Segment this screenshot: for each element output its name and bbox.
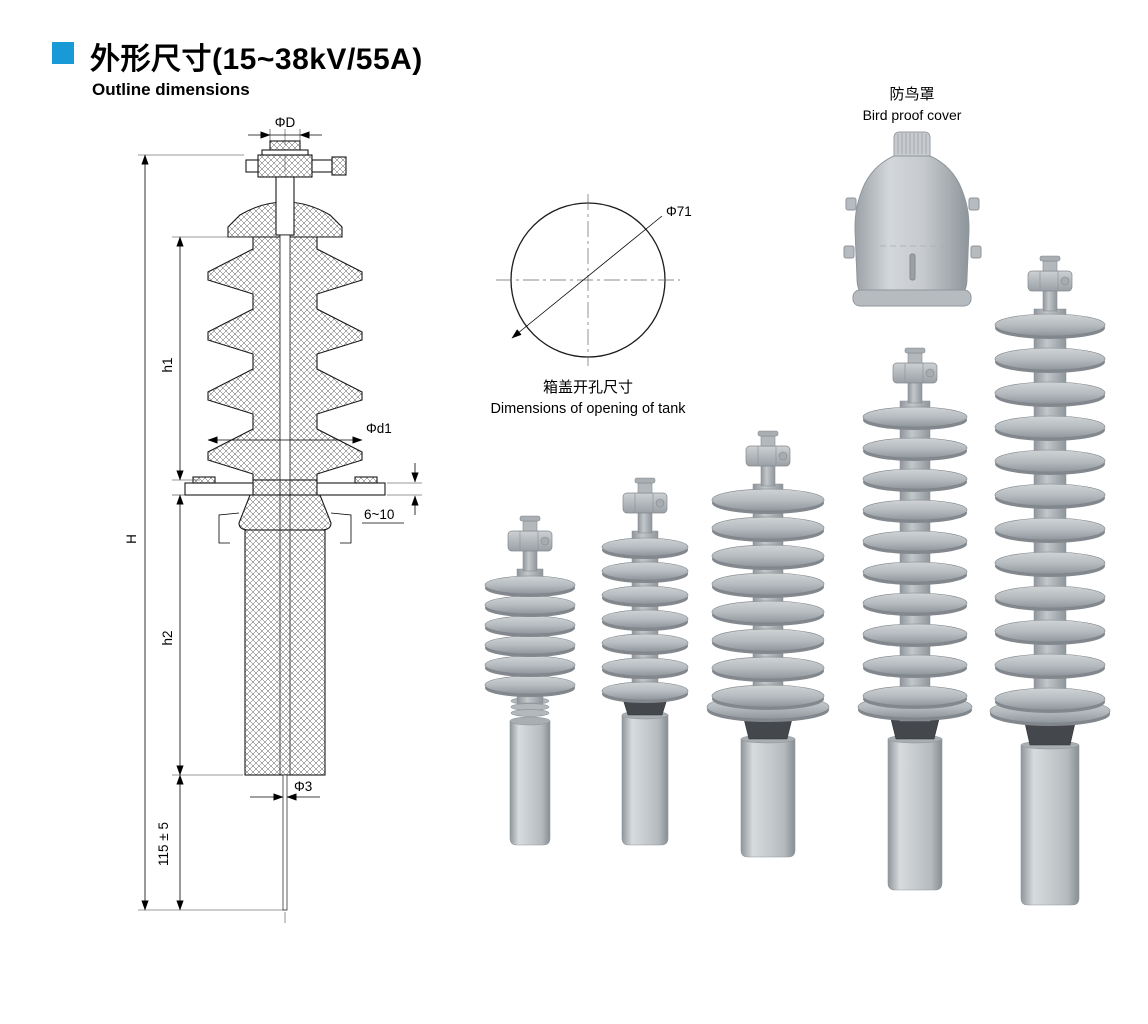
lower-insulator-body bbox=[244, 529, 326, 776]
dim-label-h2: h2 bbox=[160, 630, 175, 645]
page-subtitle: Outline dimensions bbox=[92, 80, 250, 99]
bird-cover-side-tabs bbox=[843, 197, 982, 259]
bird-cover-top-knob bbox=[893, 131, 931, 157]
top-terminal-hardware bbox=[245, 140, 347, 178]
insulator-photo-4 bbox=[857, 347, 973, 891]
bird-cover-caption-zh: 防鸟罩 bbox=[889, 86, 935, 103]
outline-dimension-drawing: ΦD h1 Φd1 H h2 6~10 Φ3 115 ± 5 bbox=[124, 115, 422, 923]
tank-caption-en: Dimensions of opening of tank bbox=[490, 401, 686, 417]
header: 外形尺寸(15~38kV/55A) Outline dimensions bbox=[52, 34, 423, 100]
bird-cover-photo bbox=[843, 131, 982, 307]
bird-cover-caption: 防鸟罩 Bird proof cover bbox=[822, 84, 1002, 126]
dim-label-tail-length: 115 ± 5 bbox=[156, 822, 171, 866]
spring-clip-right bbox=[330, 512, 352, 544]
tank-diameter-label: Φ71 bbox=[666, 204, 692, 219]
dim-label-H: H bbox=[124, 534, 139, 544]
bird-cover-slot bbox=[909, 253, 916, 281]
tail-rod bbox=[282, 774, 288, 911]
lower-bell bbox=[238, 494, 332, 531]
bird-cover-bottom-rim bbox=[852, 289, 972, 307]
insulator-photo-1 bbox=[484, 515, 576, 846]
insulator-photo-5 bbox=[989, 255, 1111, 906]
tank-diameter-leader bbox=[511, 215, 663, 339]
tank-caption-zh: 箱盖开孔尺寸 bbox=[543, 379, 633, 396]
spring-clip-left bbox=[218, 512, 240, 544]
dim-label-h1: h1 bbox=[160, 357, 175, 372]
section-bullet-icon bbox=[52, 42, 74, 64]
bird-cover-knob-ribs bbox=[897, 133, 927, 154]
conductor-stem bbox=[275, 176, 295, 236]
dimension-lines bbox=[141, 131, 419, 911]
dim-label-flange-thickness: 6~10 bbox=[364, 507, 394, 522]
mounting-flange bbox=[184, 476, 386, 496]
page-title: 外形尺寸(15~38kV/55A) bbox=[90, 43, 423, 76]
insulator-photos bbox=[484, 255, 1111, 906]
header-text: 外形尺寸(15~38kV/55A) Outline dimensions bbox=[90, 34, 423, 100]
insulator-photo-2 bbox=[601, 477, 689, 846]
dim-label-phiD1: Φd1 bbox=[366, 421, 392, 436]
insulator-photo-3 bbox=[706, 430, 830, 858]
dim-label-phiD: ΦD bbox=[275, 115, 296, 130]
tank-opening-diagram: Φ71 箱盖开孔尺寸 Dimensions of opening of tank bbox=[490, 194, 692, 417]
bird-cover-caption-en: Bird proof cover bbox=[862, 107, 962, 123]
extension-lines bbox=[138, 129, 422, 911]
dim-label-phi3: Φ3 bbox=[294, 779, 312, 794]
